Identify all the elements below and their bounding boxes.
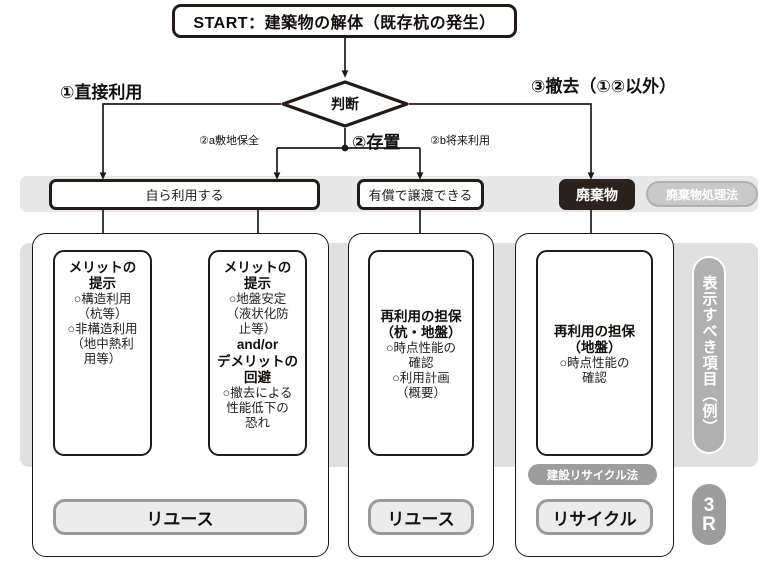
branch-label-removal: ③撤去（①②以外） — [531, 77, 677, 96]
start-node: START：建築物の解体（既存杭の発生） — [172, 4, 517, 38]
badge-construction-recycling-law: 建設リサイクル法 — [528, 464, 657, 485]
result-reuse-left: リユース — [53, 499, 307, 535]
card-head-line: 提示 — [89, 276, 116, 292]
branch-sublabel-future-use: ②b将来利用 — [430, 135, 490, 147]
card-merit-ground: メリットの 提示 ○地盤安定 （液状化防 止等） and/or デメリットの 回… — [208, 250, 307, 456]
card-body-line: ○非構造利用 — [67, 322, 138, 337]
card-body-line: （液状化防 — [226, 307, 289, 322]
node-waste: 廃棄物 — [559, 179, 635, 210]
branch-label-direct-use: ①直接利用 — [60, 83, 143, 102]
card-body-line: （杭等） — [77, 307, 128, 322]
sidebar-3r-badge: 3 R — [692, 484, 726, 545]
card-body-line: 確認 — [408, 356, 434, 371]
card-body-line: ○構造利用 — [73, 292, 132, 307]
card-body-line: 止等） — [238, 322, 277, 337]
decision-label: 判断 — [331, 96, 359, 112]
three-r-line-2: R — [702, 513, 716, 535]
card-head-line: 提示 — [244, 276, 271, 292]
card-mid-connector: and/or — [236, 337, 279, 353]
card-body2-line: 恐れ — [244, 415, 270, 430]
card-reuse-guarantee-ground: 再利用の担保 （地盤） ○時点性能の 確認 — [536, 250, 653, 456]
three-r-line-1: 3 — [703, 494, 715, 516]
card-head-line: メリットの — [223, 260, 292, 275]
card-body-line: ○利用計画 — [392, 371, 450, 386]
result-reuse-mid: リユース — [368, 499, 474, 535]
node-paid-transfer: 有償で譲渡できる — [357, 179, 484, 210]
node-self-use: 自ら利用する — [49, 179, 320, 210]
branch-label-retention: ②存置 — [352, 133, 401, 152]
card-body-line: （地中熱利 — [71, 337, 134, 352]
card-head-line: メリットの — [68, 260, 137, 275]
card-body-line: （概要） — [395, 386, 446, 401]
card-head-line: （地盤） — [567, 340, 622, 355]
card-body2-line: ○撤去による — [222, 385, 293, 400]
card-merit-structural: メリットの 提示 ○構造利用 （杭等） ○非構造利用 （地中熱利 用等） — [53, 250, 152, 456]
card-body-line: 用等） — [83, 352, 122, 367]
card-head-line: 再利用の担保 — [380, 308, 462, 324]
card-head-line: （杭・地盤） — [380, 325, 462, 340]
result-recycle: リサイクル — [536, 499, 653, 535]
badge-waste-management-law: 廃棄物処理法 — [646, 181, 758, 207]
decision-diamond — [281, 80, 409, 128]
card-head2-line: デメリットの — [217, 353, 298, 369]
card-head2-line: 回避 — [244, 369, 271, 385]
branch-sublabel-site-preservation: ②a敷地保全 — [199, 135, 259, 147]
sidebar-vertical-label: 表示すべき項目（例） — [692, 256, 726, 454]
card-body-line: ○時点性能の — [385, 341, 457, 356]
card-body-line: ○時点性能の — [559, 356, 630, 371]
card-body-line: ○地盤安定 — [228, 292, 287, 307]
card-reuse-guarantee-pile-ground: 再利用の担保 （杭・地盤） ○時点性能の 確認 ○利用計画 （概要） — [368, 250, 474, 456]
branch-junction-dot — [341, 144, 349, 152]
card-body-line: 確認 — [581, 371, 607, 386]
card-body2-line: 性能低下の — [226, 400, 289, 415]
card-head-line: 再利用の担保 — [554, 323, 635, 339]
